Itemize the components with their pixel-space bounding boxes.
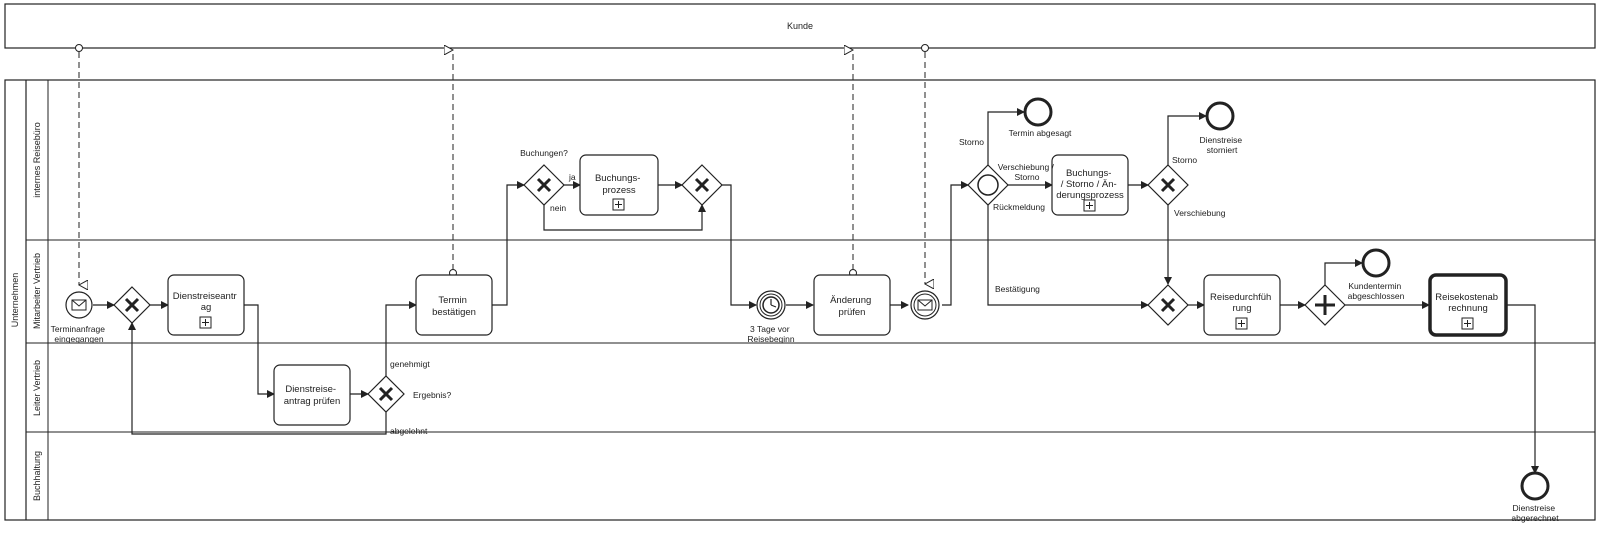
- pool-customer: Kunde: [4, 3, 1596, 49]
- lane-travel-office-label: internes Reisebüro: [32, 122, 42, 198]
- end-event-cancelled-date-label: Termin abgesagt: [1009, 128, 1072, 138]
- intermediate-message-event: [910, 290, 940, 320]
- label-storno-2: Storno: [1172, 155, 1197, 165]
- label-storno: Storno: [959, 137, 984, 147]
- subprocess-marker-icon: [1083, 199, 1096, 212]
- label-approved: genehmigt: [390, 359, 430, 369]
- task-check-change-label: Änderung prüfen: [830, 295, 874, 318]
- gateway-parallel: [1304, 284, 1346, 326]
- task-expenses-label: Reisekostenab rechnung: [1435, 292, 1501, 314]
- label-no: nein: [550, 203, 566, 213]
- label-bookings-question: Buchungen?: [520, 148, 568, 158]
- end-event-billed-label: Dienstreise abgerechnet: [1511, 503, 1559, 523]
- task-request-label: Dienstreiseantr ag: [173, 291, 240, 313]
- gateway-exclusive-merge: [1147, 284, 1189, 326]
- end-event-trip-cancelled-label: Dienstreise storniert: [1200, 135, 1245, 155]
- gateway-exclusive-booking-merge: [681, 164, 723, 206]
- task-trip-label: Reisedurchfüh rung: [1210, 292, 1274, 314]
- lane-sales-staff-label: Mitarbeiter Vertrieb: [32, 253, 42, 329]
- gateway-exclusive-result: [367, 375, 405, 413]
- end-event-cancelled-date: Termin abgesagt: [1009, 97, 1072, 138]
- end-event-billed: Dienstreise abgerechnet: [1511, 471, 1559, 523]
- label-postpone: Verschiebung: [1174, 208, 1226, 218]
- label-confirmation: Bestätigung: [995, 284, 1040, 294]
- pool-customer-label: Kunde: [787, 21, 813, 31]
- task-check-request-label: Dienstreise- antrag prüfen: [284, 384, 341, 407]
- task-change-process: Buchungs- / Storno / Än- derungsprozess: [1051, 154, 1129, 216]
- label-result-question: Ergebnis?: [413, 390, 452, 400]
- lane-sales-head-label: Leiter Vertrieb: [32, 360, 42, 416]
- sequence-flows: [93, 108, 1539, 474]
- envelope-icon: [917, 299, 933, 311]
- task-expenses: Reisekostenab rechnung: [1428, 273, 1508, 337]
- flow-labels: Buchungen? ja nein genehmigt Ergebnis? a…: [390, 137, 1226, 436]
- start-event-label: Terminanfrage eingegangen: [51, 324, 108, 344]
- task-confirm-date: Termin bestätigen: [415, 274, 493, 336]
- end-event-trip-cancelled: Dienstreise storniert: [1200, 101, 1245, 155]
- task-request: Dienstreiseantr ag: [167, 274, 245, 336]
- label-feedback: Rückmeldung: [993, 202, 1045, 212]
- task-confirm-date-label: Termin bestätigen: [432, 295, 476, 318]
- subprocess-marker-icon: [199, 316, 212, 329]
- pool-company-label: Unternehmen: [10, 273, 20, 328]
- label-rejected: abgelehnt: [390, 426, 428, 436]
- task-trip: Reisedurchfüh rung: [1203, 274, 1281, 336]
- task-booking-label: Buchungs- prozess: [595, 173, 643, 196]
- gateway-exclusive-bookings: [523, 164, 565, 206]
- timer-event-label: 3 Tage vor Reisebeginn: [747, 324, 795, 344]
- task-check-request: Dienstreise- antrag prüfen: [273, 364, 351, 426]
- end-event-customer-date-label: Kundentermin abgeschlossen: [1348, 281, 1405, 301]
- task-change-process-label: Buchungs- / Storno / Än- derungsprozess: [1056, 168, 1124, 201]
- gateway-exclusive-storno: [1147, 164, 1189, 206]
- envelope-icon: [71, 299, 87, 311]
- clock-icon: [762, 296, 780, 314]
- subprocess-marker-icon: [1235, 317, 1248, 330]
- label-yes: ja: [568, 172, 576, 182]
- timer-event: 3 Tage vor Reisebeginn: [747, 290, 795, 344]
- subprocess-marker-icon: [612, 198, 625, 211]
- start-event-request: Terminanfrage eingegangen: [51, 291, 108, 344]
- gateway-exclusive-request: [113, 286, 151, 324]
- task-booking: Buchungs- prozess: [579, 154, 659, 216]
- label-postpone-storno: Verschiebung / Storno: [998, 162, 1057, 182]
- lane-accounting-label: Buchhaltung: [32, 451, 42, 501]
- end-event-customer-date: Kundentermin abgeschlossen: [1348, 248, 1405, 301]
- task-check-change: Änderung prüfen: [813, 274, 891, 336]
- subprocess-marker-icon: [1461, 317, 1474, 330]
- gateway-event-based: [967, 164, 1009, 206]
